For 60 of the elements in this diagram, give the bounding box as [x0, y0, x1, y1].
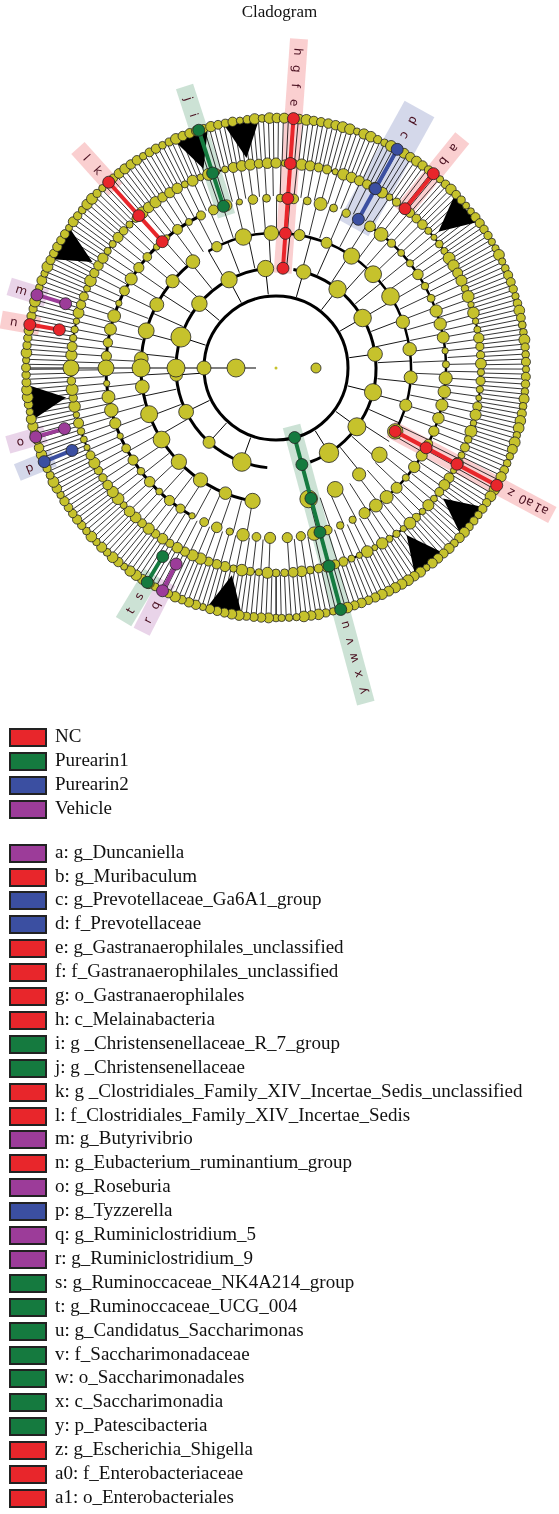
legend-label: s: g_Ruminoccaceae_NK4A214_group — [55, 1270, 355, 1293]
clade-letter: a — [446, 140, 462, 156]
clade-letter: m — [14, 281, 30, 299]
clade-letter: d — [405, 113, 422, 128]
clade-letter: f — [288, 83, 303, 89]
legend-label: j: g _Christensenellaceae — [55, 1055, 245, 1078]
legend-label: k: g _Clostridiales_Family_XIV_Incertae_Sedis_unclassified — [55, 1079, 523, 1102]
clade-letter: q — [147, 598, 164, 612]
clade-letter: a0 — [515, 491, 536, 511]
clade-letter: l — [80, 151, 93, 164]
legend-label: n: g_Eubacterium_ruminantium_group — [55, 1151, 353, 1174]
clade-letter: g — [289, 64, 305, 73]
clade-letter: n — [9, 314, 19, 330]
clade-letter: i — [186, 111, 201, 119]
clade-letter: v — [341, 636, 357, 647]
legend-label: Purearin1 — [55, 748, 129, 771]
legend-label: a: g_Duncaniella — [55, 840, 185, 863]
clade-letter: r — [140, 614, 155, 626]
clade-letter: t — [123, 604, 138, 617]
legend-label: d: f_Prevotellaceae — [55, 912, 202, 935]
legend-label: e: g_Gastranaerophilales_unclassified — [55, 936, 344, 959]
legend-label: b: g_Muribaculum — [55, 864, 197, 887]
legend-label: m: g_Butyrivibrio — [55, 1127, 193, 1150]
legend-label: c: g_Prevotellaceae_Ga6A1_group — [55, 888, 322, 911]
legend-label: y: p_Patescibacteria — [55, 1414, 208, 1437]
clade-letter: j — [181, 95, 196, 103]
legend-label: l: f_Clostridiales_Family_XIV_Incertae_Sedis — [55, 1103, 411, 1126]
legend-label: f: f_Gastranaerophilales_unclassified — [55, 960, 339, 983]
clade-letter: b — [435, 153, 452, 169]
clade-letter: e — [287, 98, 302, 107]
clade-letter: u — [337, 619, 353, 631]
clade-letter: p — [23, 459, 36, 476]
legend-label: a0: f_Enterobacteriaceae — [55, 1462, 244, 1484]
clade-letter: s — [131, 589, 147, 603]
clade-letter: z — [504, 485, 517, 501]
legend-label: z: g_Escherichia_Shigella — [55, 1438, 253, 1461]
clade-letter: o — [14, 433, 26, 450]
legend-label: a1: o_Enterobacteriales — [55, 1485, 234, 1508]
legend-label: p: g_Tyzzerella — [55, 1199, 173, 1222]
clade-letter: h — [290, 47, 306, 57]
legend-label: t: g_Ruminoccaceae_UCG_004 — [55, 1294, 298, 1317]
clade-letter: c — [397, 129, 413, 142]
legend-label: Purearin2 — [55, 772, 129, 795]
legend-label: w: o_Saccharimonadales — [55, 1366, 245, 1389]
clade-letter: w — [345, 651, 362, 665]
legend-label: q: g_Ruminiclostridium_5 — [55, 1223, 257, 1245]
legend-label: o: g_Roseburia — [55, 1175, 171, 1198]
legend-label: h: c_Melainabacteria — [55, 1007, 215, 1030]
legend-label: r: g_Ruminiclostridium_9 — [55, 1246, 253, 1269]
clade-letter: y — [354, 685, 371, 696]
legend-label: Vehicle — [55, 796, 112, 819]
chart-title: Cladogram — [240, 2, 319, 22]
legend-label: g: o_Gastranaerophilales — [55, 984, 245, 1006]
clade-letter: x — [350, 668, 366, 680]
legend-label: i: g _Christensenellaceae_R_7_group — [55, 1031, 340, 1054]
legend-label: x: c_Saccharimonadia — [55, 1390, 224, 1413]
legend-label: NC — [55, 725, 82, 747]
legend-label: u: g_Candidatus_Saccharimonas — [55, 1318, 304, 1341]
clade-letter: k — [90, 163, 106, 178]
legend-label: v: f_Saccharimonadaceae — [55, 1342, 250, 1365]
